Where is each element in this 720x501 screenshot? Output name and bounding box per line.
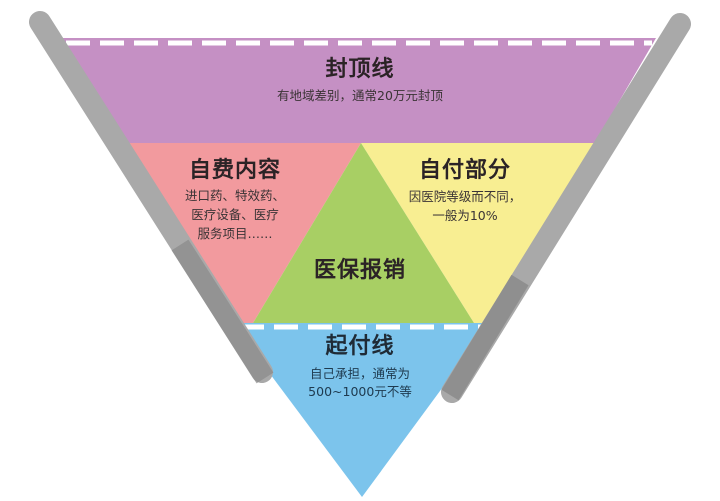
ceiling-title: 封顶线 [325, 57, 395, 82]
insurance-title: 医保报销 [313, 258, 406, 283]
insurance-region [253, 143, 474, 323]
self-pay-desc-1: 进口药、特效药、 [184, 188, 285, 203]
copay-title: 自付部分 [418, 158, 511, 183]
right-rail-shade [441, 274, 529, 401]
self-pay-desc-3: 服务项目…… [197, 226, 273, 241]
deductible-desc-1: 自己承担，通常为 [309, 366, 410, 381]
left-rail-shade [171, 239, 274, 384]
ceiling-band [62, 38, 656, 143]
ceiling-desc: 有地域差别，通常20万元封顶 [277, 88, 443, 103]
self-pay-title: 自费内容 [188, 158, 281, 183]
copay-region [361, 143, 595, 323]
copay-desc-2: 一般为10% [432, 208, 498, 223]
deductible-title: 起付线 [325, 334, 395, 359]
self-pay-desc-2: 医疗设备、医疗 [191, 207, 279, 222]
self-pay-region [125, 143, 361, 323]
deductible-desc-2: 500~1000元不等 [308, 384, 412, 399]
copay-desc-1: 因医院等级而不同， [408, 189, 522, 204]
deductible-region [232, 323, 490, 497]
